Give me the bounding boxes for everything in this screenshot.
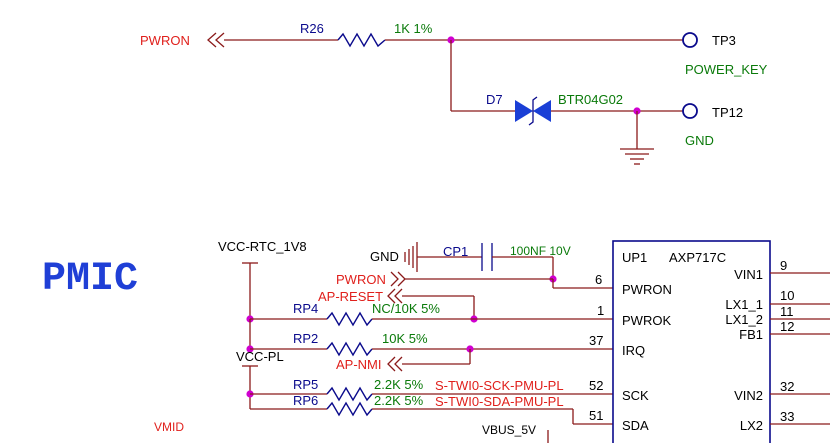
diode-d7	[515, 96, 551, 126]
ground-symbol	[620, 111, 654, 165]
net-label-sda: S-TWI0-SDA-PMU-PL	[435, 394, 564, 409]
capacitor-value-cp1: 100NF 10V	[510, 244, 571, 258]
testpoint-tp12	[682, 103, 698, 119]
resistor-rp4	[326, 311, 373, 327]
pin-number-9: 9	[780, 258, 787, 273]
pin-number-12: 12	[780, 319, 794, 334]
chip-up1: UP1 AXP717C PWRON PWROK IRQ SCK SDA 6 1 …	[589, 240, 830, 443]
net-label-sck: S-TWI0-SCK-PMU-PL	[435, 378, 564, 393]
capacitor-ref-cp1: CP1	[443, 244, 468, 259]
pin-name-lx1-2: LX1_2	[725, 312, 763, 327]
pin-name-pwron: PWRON	[622, 282, 672, 297]
resistor-value-r26: 1K 1%	[394, 21, 433, 36]
diode-ref-d7: D7	[486, 92, 503, 107]
pwron-offpage-connector-pmic	[390, 271, 406, 287]
pin-name-lx1-1: LX1_1	[725, 297, 763, 312]
pin-number-52: 52	[589, 378, 603, 393]
net-label-ap-nmi: AP-NMI	[336, 357, 382, 372]
resistor-ref-rp2: RP2	[293, 331, 318, 346]
resistor-ref-rp5: RP5	[293, 377, 318, 392]
rail-label-vcc-pl: VCC-PL	[236, 349, 284, 364]
pin-number-32: 32	[780, 379, 794, 394]
rail-label-vcc-rtc: VCC-RTC_1V8	[218, 239, 307, 254]
net-label-ap-reset: AP-RESET	[318, 289, 383, 304]
pmic-circuit: VCC-RTC_1V8 VCC-PL GND CP1 100NF 10V	[154, 239, 830, 443]
resistor-rp5	[326, 386, 373, 402]
pin-name-sck: SCK	[622, 388, 649, 403]
section-title-pmic: PMIC	[42, 257, 138, 302]
pin-number-1: 1	[597, 303, 604, 318]
net-label-pwron-pmic: PWRON	[336, 272, 386, 287]
pin-number-6: 6	[595, 272, 602, 287]
resistor-value-rp2: 10K 5%	[382, 331, 428, 346]
resistor-value-rp5: 2.2K 5%	[374, 377, 424, 392]
pwron-offpage-connector	[207, 32, 225, 48]
net-label-vbus: VBUS_5V	[482, 423, 536, 437]
top-power-key-circuit: PWRON R26 1K 1% TP3 POWER_KEY D7 BTR04G0…	[140, 21, 768, 165]
ap-nmi-offpage-connector	[387, 356, 403, 372]
resistor-value-rp6: 2.2K 5%	[374, 393, 424, 408]
diode-part-d7: BTR04G02	[558, 92, 623, 107]
pin-name-lx2: LX2	[740, 418, 763, 433]
net-label-pwron-top: PWRON	[140, 33, 190, 48]
resistor-value-rp4: NC/10K 5%	[372, 301, 440, 316]
pin-number-11: 11	[780, 304, 794, 319]
ground-symbol-cap	[404, 242, 418, 272]
pin-number-37: 37	[589, 333, 603, 348]
ap-reset-offpage-connector	[387, 288, 403, 304]
net-label-gnd-cap: GND	[370, 249, 399, 264]
resistor-r26	[337, 32, 386, 48]
pin-name-sda: SDA	[622, 418, 649, 433]
pin-number-33: 33	[780, 409, 794, 424]
pin-number-51: 51	[589, 408, 603, 423]
resistor-rp2	[326, 341, 373, 357]
chip-ref: UP1	[622, 250, 647, 265]
testpoint-tp3	[682, 32, 698, 48]
pin-name-pwrok: PWROK	[622, 313, 671, 328]
pin-name-vin2: VIN2	[734, 388, 763, 403]
resistor-rp6	[326, 401, 373, 417]
testpoint-ref-tp3: TP3	[712, 33, 736, 48]
resistor-ref-rp4: RP4	[293, 301, 318, 316]
pin-number-10: 10	[780, 288, 794, 303]
net-label-power-key: POWER_KEY	[685, 62, 768, 77]
pin-name-irq: IRQ	[622, 343, 645, 358]
chip-part: AXP717C	[669, 250, 726, 265]
resistor-ref-rp6: RP6	[293, 393, 318, 408]
testpoint-ref-tp12: TP12	[712, 105, 743, 120]
pin-name-vin1: VIN1	[734, 267, 763, 282]
resistor-ref-r26: R26	[300, 21, 324, 36]
net-label-gnd-top: GND	[685, 133, 714, 148]
net-label-vmid: VMID	[154, 420, 184, 434]
pin-name-fb1: FB1	[739, 327, 763, 342]
